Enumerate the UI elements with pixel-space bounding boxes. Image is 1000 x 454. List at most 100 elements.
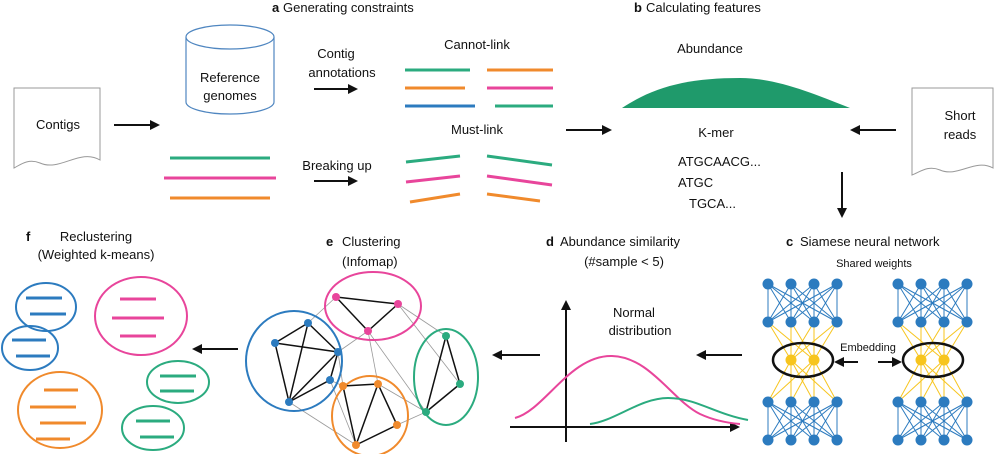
panel-d-title: Abundance similarity <box>560 234 680 249</box>
normal-distribution-line1: Normal <box>613 305 655 320</box>
siamese-right-node-r3-c1 <box>915 434 927 446</box>
contig-lines <box>164 156 276 200</box>
siamese-right-node-r1-c3 <box>961 316 973 328</box>
infomap-graph <box>245 271 479 454</box>
siamese-network-right <box>892 278 973 446</box>
siamese-left-embedding-node-0 <box>785 354 797 366</box>
short-reads-line1: Short <box>944 108 975 123</box>
siamese-left-node-r3-c3 <box>831 434 843 446</box>
cannot-link-label: Cannot-link <box>444 37 510 52</box>
siamese-left-node-r3-c1 <box>785 434 797 446</box>
panel-b-letter: b <box>634 0 642 15</box>
cluster-orange-node-1 <box>374 380 382 388</box>
embedding-label: Embedding <box>840 342 896 354</box>
short-reads-line2: reads <box>944 127 977 142</box>
panel-a-title: Generating constraints <box>283 0 414 15</box>
embedding-ellipse-right <box>901 341 965 379</box>
siamese-right-embedding-node-1 <box>938 354 950 366</box>
siamese-left-embedding-node-1 <box>808 354 820 366</box>
cluster-orange-node-0 <box>339 382 347 390</box>
panel-a-letter: a <box>272 0 280 15</box>
distribution-curve-green <box>589 396 749 425</box>
reference-label-line2: genomes <box>203 88 257 103</box>
siamese-right-node-r2-c1 <box>915 396 927 408</box>
panel-b-title: Calculating features <box>646 0 761 15</box>
siamese-left-node-r0-c0 <box>762 278 774 290</box>
shared-weights-label: Shared weights <box>836 258 912 270</box>
cluster-orange <box>331 375 409 454</box>
distribution-curve-pink <box>514 354 741 425</box>
siamese-right-node-r0-c2 <box>938 278 950 290</box>
siamese-left-node-r1-c1 <box>785 316 797 328</box>
kmer-seq-3: TGCA... <box>689 196 736 211</box>
abundance-curve <box>622 78 850 108</box>
siamese-right-node-r0-c0 <box>892 278 904 290</box>
reference-genomes-cylinder: Reference genomes <box>185 24 275 115</box>
cluster-green-node-0 <box>442 332 450 340</box>
panel-c-title: Siamese neural network <box>800 234 940 249</box>
cluster-blue-node-0 <box>304 319 312 327</box>
siamese-right-node-r0-c3 <box>961 278 973 290</box>
siamese-left-node-r2-c1 <box>785 396 797 408</box>
abundance-label: Abundance <box>677 41 743 56</box>
cluster-green-node-2 <box>422 408 430 416</box>
panel-e: e Clustering (Infomap) <box>245 234 479 454</box>
siamese-right-node-r1-c0 <box>892 316 904 328</box>
panel-e-letter: e <box>326 234 333 249</box>
contigs-document: Contigs <box>13 87 101 169</box>
cluster-blue <box>245 310 343 412</box>
cluster-blue-node-1 <box>334 348 342 356</box>
cannot-link-lines <box>405 68 553 108</box>
cluster-pink-node-1 <box>394 300 402 308</box>
cluster-orange-node-3 <box>393 421 401 429</box>
panel-f-subtitle: (Weighted k-means) <box>38 247 155 262</box>
contigs-label: Contigs <box>36 117 81 132</box>
cluster-green-node-1 <box>456 380 464 388</box>
panel-d: d Abundance similarity (#sample < 5) Nor… <box>510 234 749 442</box>
embedding-ellipse-left <box>771 341 835 379</box>
panel-e-title: Clustering <box>342 234 401 249</box>
cluster-pink <box>324 271 422 341</box>
normal-distribution-line2: distribution <box>609 323 672 338</box>
must-link-label: Must-link <box>451 122 504 137</box>
panel-f: f Reclustering (Weighted k-means) <box>1 229 210 451</box>
siamese-left-node-r0-c3 <box>831 278 843 290</box>
siamese-left-node-r2-c2 <box>808 396 820 408</box>
cluster-orange-node-2 <box>352 441 360 449</box>
recluster-green-2 <box>121 405 185 451</box>
panel-b: b Calculating features Abundance K-mer A… <box>622 0 850 211</box>
panel-f-letter: f <box>26 229 31 244</box>
siamese-left-node-r2-c3 <box>831 396 843 408</box>
siamese-right-node-r1-c2 <box>938 316 950 328</box>
cluster-blue-node-2 <box>271 339 279 347</box>
kmer-label: K-mer <box>698 125 734 140</box>
breaking-up-label: Breaking up <box>302 158 371 173</box>
siamese-right-node-r3-c0 <box>892 434 904 446</box>
panel-c-letter: c <box>786 234 793 249</box>
siamese-right-node-r0-c1 <box>915 278 927 290</box>
recluster-blue-2 <box>1 325 59 371</box>
contig-annotations-line2: annotations <box>308 65 376 80</box>
recluster-orange <box>17 371 103 449</box>
must-link-lines <box>405 154 553 204</box>
recluster-blue-1 <box>15 282 77 332</box>
siamese-left-node-r1-c0 <box>762 316 774 328</box>
contig-annotations-line1: Contig <box>317 46 355 61</box>
recluster-pink <box>94 276 188 356</box>
siamese-right-node-r3-c2 <box>938 434 950 446</box>
siamese-network-left <box>762 278 843 446</box>
siamese-left-node-r3-c0 <box>762 434 774 446</box>
kmer-seq-1: ATGCAACG... <box>678 154 761 169</box>
siamese-left-node-r2-c0 <box>762 396 774 408</box>
siamese-left-node-r1-c3 <box>831 316 843 328</box>
siamese-left-node-r0-c1 <box>785 278 797 290</box>
cluster-blue-node-4 <box>326 376 334 384</box>
cluster-pink-node-0 <box>332 293 340 301</box>
siamese-right-embedding-node-0 <box>915 354 927 366</box>
panel-f-title: Reclustering <box>60 229 132 244</box>
panel-c: c Siamese neural network Shared weights … <box>762 234 973 446</box>
reference-label-line1: Reference <box>200 70 260 85</box>
siamese-right-node-r3-c3 <box>961 434 973 446</box>
siamese-left-node-r3-c2 <box>808 434 820 446</box>
cluster-pink-node-2 <box>364 327 372 335</box>
